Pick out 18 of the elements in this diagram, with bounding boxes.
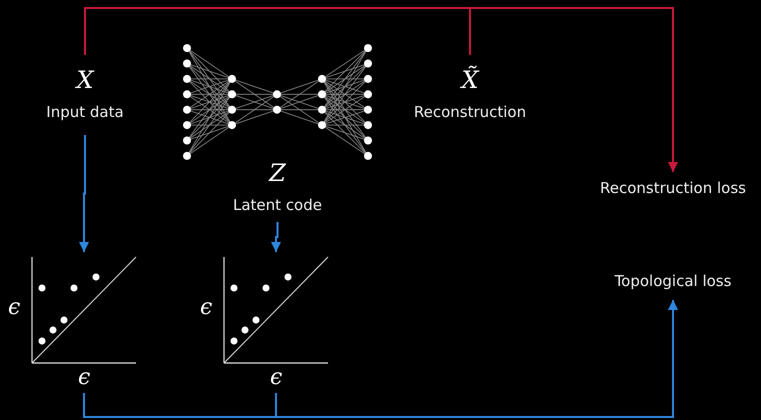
math-symbol: X̃ (461, 66, 479, 94)
loss-label: Topological loss (614, 271, 732, 291)
caption-text: Reconstruction (414, 102, 526, 122)
math-symbol: X (76, 66, 94, 94)
axis-label: ϵ (78, 366, 90, 390)
loss-label: Reconstruction loss (600, 178, 746, 198)
axis-label: ϵ (8, 296, 20, 320)
axis-label: ϵ (270, 366, 282, 390)
caption-text: Latent code (233, 195, 322, 215)
axis-label: ϵ (200, 296, 212, 320)
persistence-diagram-drawing (222, 255, 330, 365)
arrow (275, 300, 678, 418)
arrow (79, 135, 89, 252)
arrow (469, 7, 678, 172)
persistence-diagram-drawing (30, 255, 138, 365)
caption-text: Input data (46, 102, 124, 122)
math-symbol: Z (269, 159, 286, 187)
arrow (271, 222, 281, 252)
